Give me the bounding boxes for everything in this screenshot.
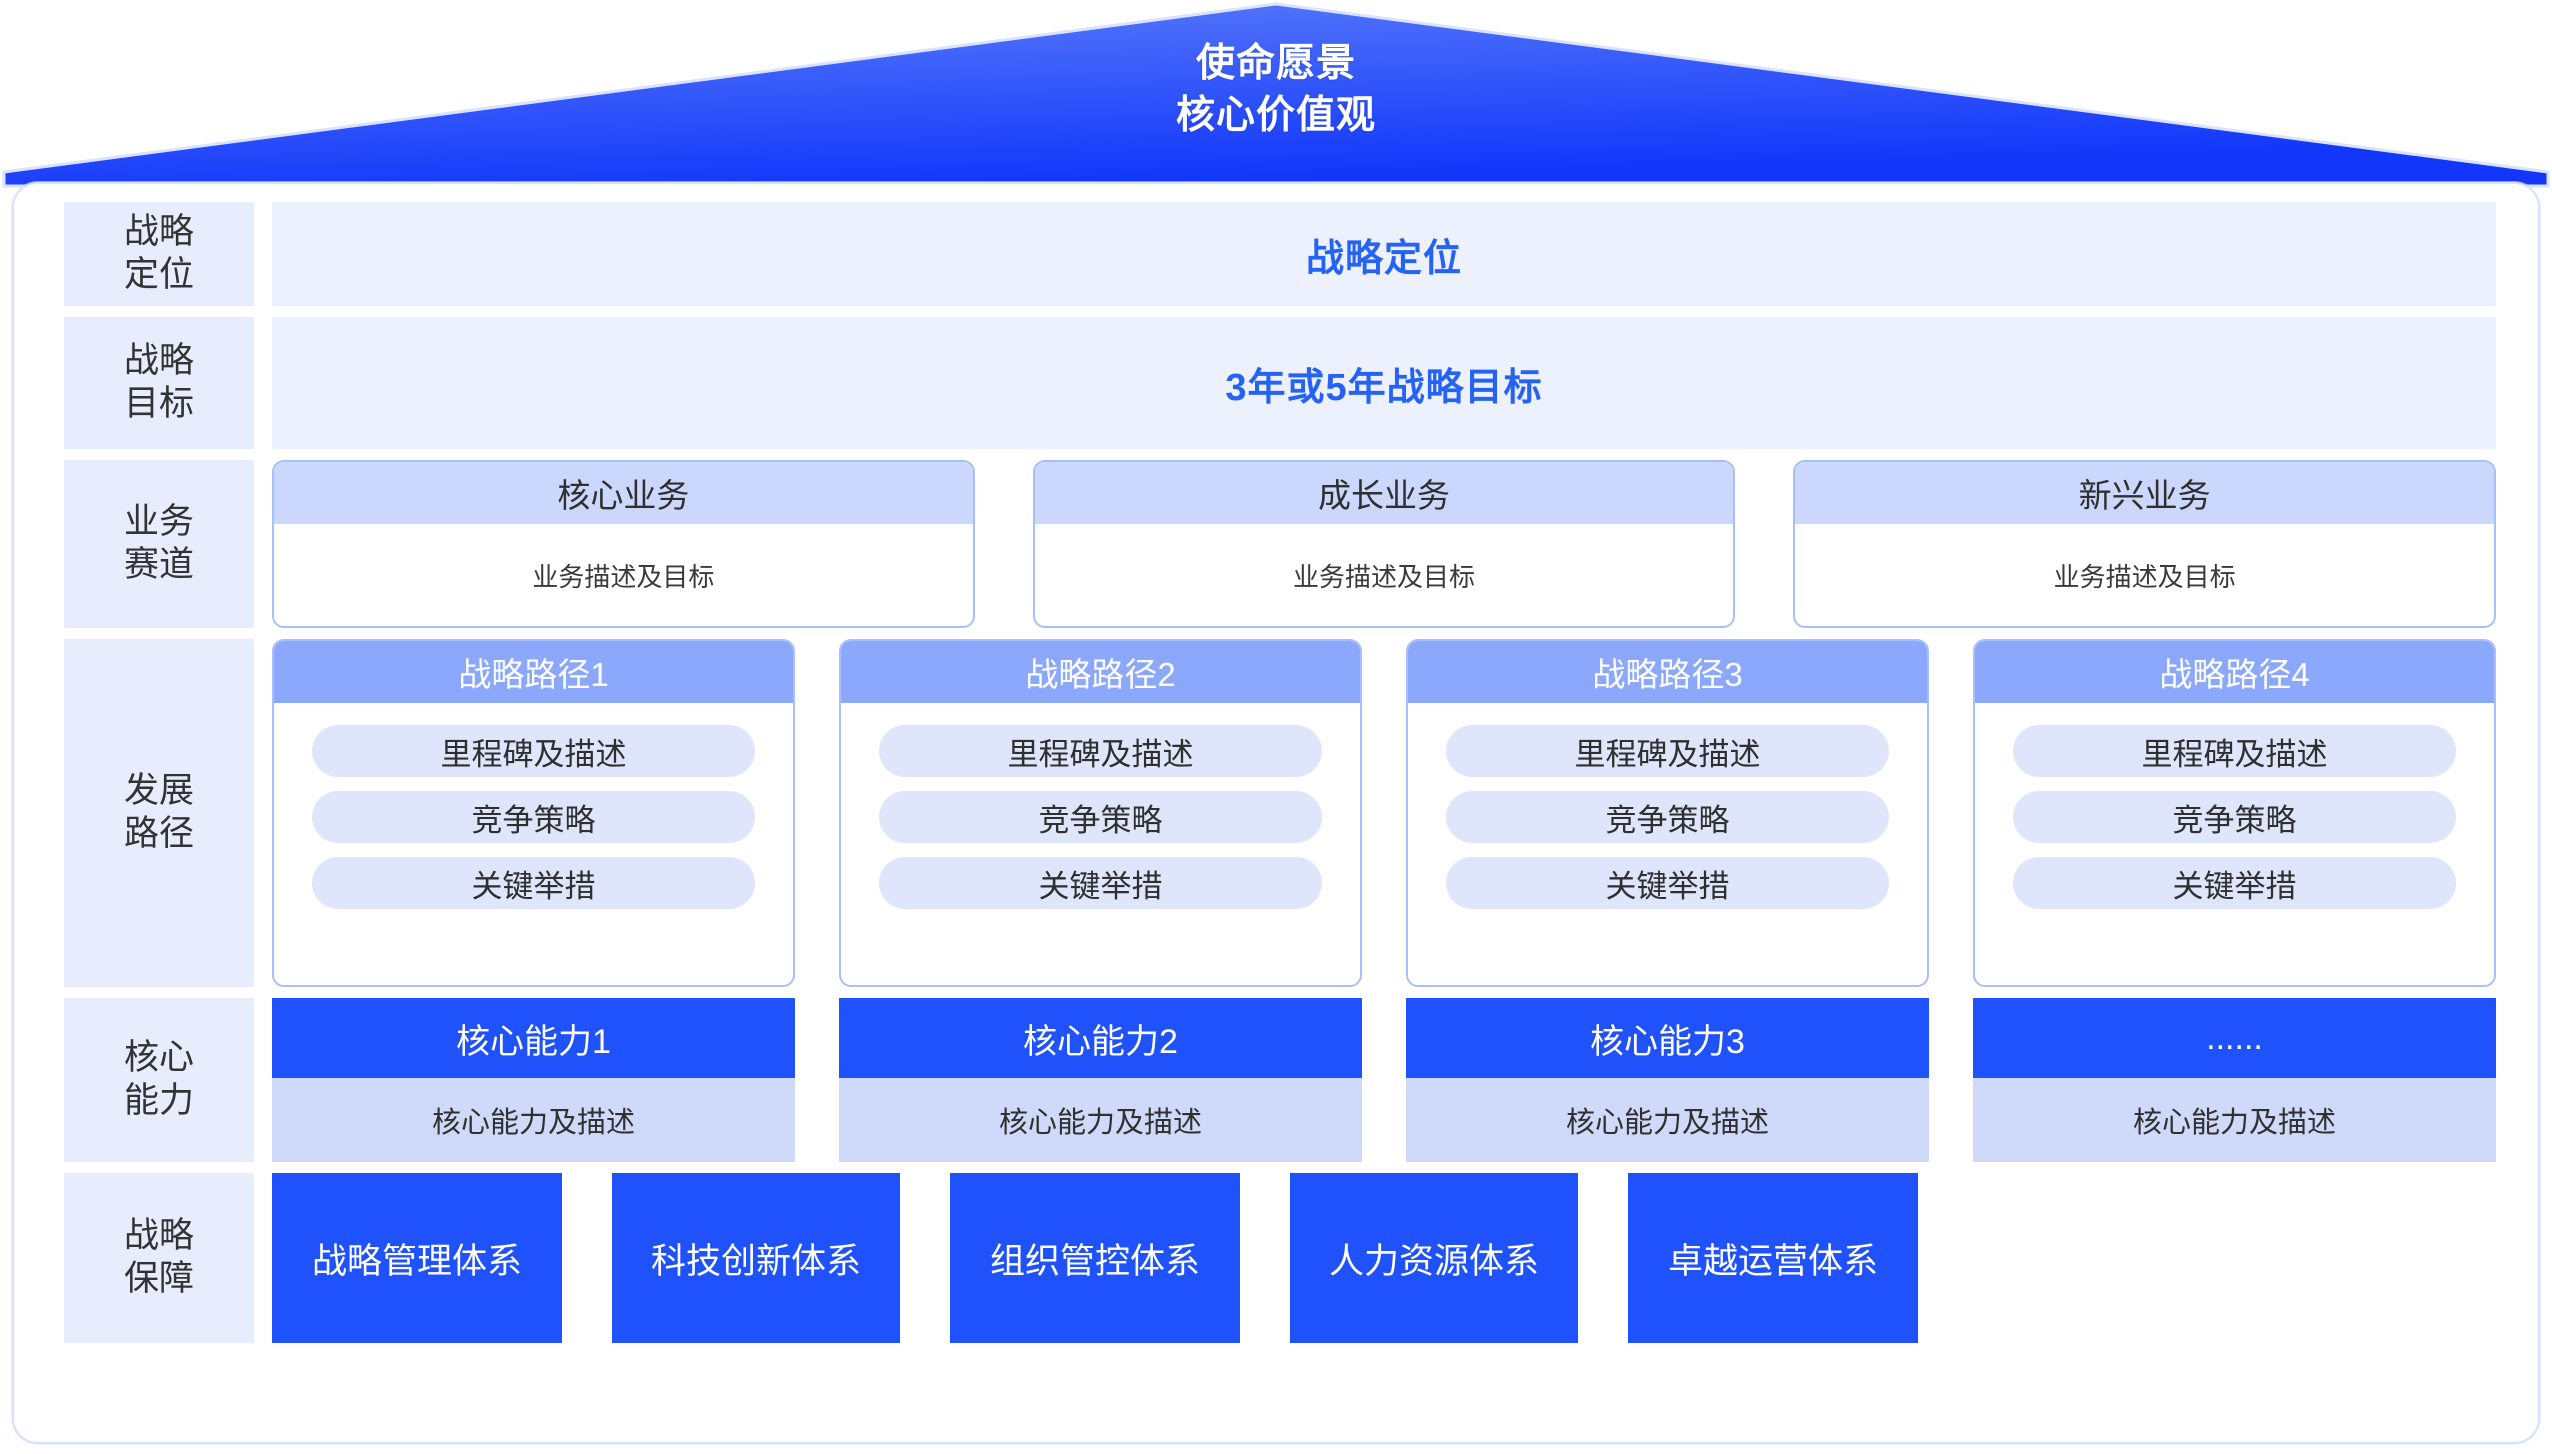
guarantee-box-tech-innovation[interactable]: 科技创新体系 <box>612 1173 900 1343</box>
business-track-card[interactable]: 新兴业务 业务描述及目标 <box>1793 460 2497 628</box>
row-strategic-guarantee: 战略 保障 战略管理体系 科技创新体系 组织管控体系 人力资源体系 卓越运营体系 <box>64 1173 2496 1343</box>
row-strategic-position: 战略 定位 战略定位 <box>64 202 2496 306</box>
core-capability-title: 核心能力1 <box>272 998 795 1078</box>
row-body-strategic-guarantee: 战略管理体系 科技创新体系 组织管控体系 人力资源体系 卓越运营体系 <box>272 1173 2496 1343</box>
development-path-card[interactable]: 战略路径1 里程碑及描述 竞争策略 关键举措 <box>272 639 795 987</box>
strategic-guarantee-grid: 战略管理体系 科技创新体系 组织管控体系 人力资源体系 卓越运营体系 <box>272 1173 2496 1343</box>
development-path-card[interactable]: 战略路径3 里程碑及描述 竞争策略 关键举措 <box>1406 639 1929 987</box>
row-label-strategic-guarantee: 战略 保障 <box>64 1173 254 1343</box>
row-label-business-track: 业务 赛道 <box>64 460 254 628</box>
development-path-grid: 战略路径1 里程碑及描述 竞争策略 关键举措 战略路径2 里程碑及描述 <box>272 639 2496 987</box>
development-path-items: 里程碑及描述 竞争策略 关键举措 <box>841 703 1360 985</box>
business-track-title: 新兴业务 <box>1795 462 2495 524</box>
business-track-desc: 业务描述及目标 <box>2053 561 2236 592</box>
core-capability-desc: 核心能力及描述 <box>1406 1078 1929 1162</box>
roof-banner: 使命愿景 核心价值观 <box>0 0 2552 190</box>
guarantee-box-operational-excellence[interactable]: 卓越运营体系 <box>1628 1173 1918 1343</box>
path-item-competitive-strategy[interactable]: 竞争策略 <box>2013 791 2456 843</box>
row-label-development-path: 发展 路径 <box>64 639 254 987</box>
row-label-strategic-goal: 战略 目标 <box>64 317 254 449</box>
business-track-desc: 业务描述及目标 <box>532 561 715 592</box>
development-path-title: 战略路径1 <box>274 641 793 703</box>
path-item-milestone[interactable]: 里程碑及描述 <box>2013 725 2456 777</box>
mission-vision-text: 使命愿景 <box>1195 42 1356 85</box>
row-body-strategic-position: 战略定位 <box>272 202 2496 306</box>
house-body-frame: 战略 定位 战略定位 战略 目标 3年或5年战略目标 业务 赛道 核心业务 <box>12 182 2540 1444</box>
core-capability-title: 核心能力3 <box>1406 998 1929 1078</box>
row-label-strategic-position: 战略 定位 <box>64 202 254 306</box>
business-track-title: 核心业务 <box>274 462 973 524</box>
core-capability-title-more: ...... <box>1973 998 2496 1078</box>
core-capability-title: 核心能力2 <box>839 998 1362 1078</box>
row-business-track: 业务 赛道 核心业务 业务描述及目标 成长业务 业务描述及目标 新兴业务 <box>64 460 2497 628</box>
strategic-position-banner[interactable]: 战略定位 <box>272 202 2496 306</box>
row-body-business-track: 核心业务 业务描述及目标 成长业务 业务描述及目标 新兴业务 业务描述及目标 <box>272 460 2497 628</box>
guarantee-box-org-control[interactable]: 组织管控体系 <box>950 1173 1240 1343</box>
development-path-items: 里程碑及描述 竞争策略 关键举措 <box>1408 703 1927 985</box>
row-body-strategic-goal: 3年或5年战略目标 <box>272 317 2496 449</box>
path-item-milestone[interactable]: 里程碑及描述 <box>1446 725 1889 777</box>
core-capability-card[interactable]: 核心能力1 核心能力及描述 <box>272 998 795 1162</box>
development-path-title: 战略路径3 <box>1408 641 1927 703</box>
row-core-capability: 核心 能力 核心能力1 核心能力及描述 核心能力2 核心能力及描述 核心能力3 <box>64 998 2496 1162</box>
row-strategic-goal: 战略 目标 3年或5年战略目标 <box>64 317 2496 449</box>
path-item-key-action[interactable]: 关键举措 <box>879 857 1322 909</box>
core-capability-desc: 核心能力及描述 <box>839 1078 1362 1162</box>
development-path-card[interactable]: 战略路径2 里程碑及描述 竞争策略 关键举措 <box>839 639 1362 987</box>
path-item-competitive-strategy[interactable]: 竞争策略 <box>312 791 755 843</box>
row-body-core-capability: 核心能力1 核心能力及描述 核心能力2 核心能力及描述 核心能力3 核心能力及描… <box>272 998 2496 1162</box>
path-item-key-action[interactable]: 关键举措 <box>1446 857 1889 909</box>
row-label-core-capability: 核心 能力 <box>64 998 254 1162</box>
row-development-path: 发展 路径 战略路径1 里程碑及描述 竞争策略 关键举措 战略路径 <box>64 639 2496 987</box>
core-capability-card[interactable]: ...... 核心能力及描述 <box>1973 998 2496 1162</box>
core-capability-grid: 核心能力1 核心能力及描述 核心能力2 核心能力及描述 核心能力3 核心能力及描… <box>272 998 2496 1162</box>
path-item-competitive-strategy[interactable]: 竞争策略 <box>879 791 1322 843</box>
rows-container: 战略 定位 战略定位 战略 目标 3年或5年战略目标 业务 赛道 核心业务 <box>64 202 2497 1354</box>
development-path-card[interactable]: 战略路径4 里程碑及描述 竞争策略 关键举措 <box>1973 639 2496 987</box>
core-capability-desc: 核心能力及描述 <box>1973 1078 2496 1162</box>
path-item-milestone[interactable]: 里程碑及描述 <box>312 725 755 777</box>
path-item-key-action[interactable]: 关键举措 <box>2013 857 2456 909</box>
path-item-milestone[interactable]: 里程碑及描述 <box>879 725 1322 777</box>
business-track-card[interactable]: 核心业务 业务描述及目标 <box>272 460 975 628</box>
core-capability-card[interactable]: 核心能力3 核心能力及描述 <box>1406 998 1929 1162</box>
business-track-grid: 核心业务 业务描述及目标 成长业务 业务描述及目标 新兴业务 业务描述及目标 <box>272 460 2497 628</box>
business-track-title: 成长业务 <box>1034 462 1734 524</box>
development-path-title: 战略路径4 <box>1975 641 2494 703</box>
row-body-development-path: 战略路径1 里程碑及描述 竞争策略 关键举措 战略路径2 里程碑及描述 <box>272 639 2496 987</box>
path-item-competitive-strategy[interactable]: 竞争策略 <box>1446 791 1889 843</box>
core-capability-desc: 核心能力及描述 <box>272 1078 795 1162</box>
path-item-key-action[interactable]: 关键举措 <box>312 857 755 909</box>
business-track-card[interactable]: 成长业务 业务描述及目标 <box>1032 460 1736 628</box>
roof-text: 使命愿景 核心价值观 <box>0 38 2552 143</box>
development-path-title: 战略路径2 <box>841 641 1360 703</box>
core-capability-card[interactable]: 核心能力2 核心能力及描述 <box>839 998 1362 1162</box>
strategic-goal-banner[interactable]: 3年或5年战略目标 <box>272 317 2496 449</box>
guarantee-box-human-resource[interactable]: 人力资源体系 <box>1290 1173 1578 1343</box>
development-path-items: 里程碑及描述 竞争策略 关键举措 <box>274 703 793 985</box>
guarantee-box-strategy-management[interactable]: 战略管理体系 <box>272 1173 562 1343</box>
core-values-text: 核心价值观 <box>1175 94 1376 138</box>
development-path-items: 里程碑及描述 竞争策略 关键举措 <box>1975 703 2494 985</box>
business-track-desc: 业务描述及目标 <box>1293 561 1476 592</box>
